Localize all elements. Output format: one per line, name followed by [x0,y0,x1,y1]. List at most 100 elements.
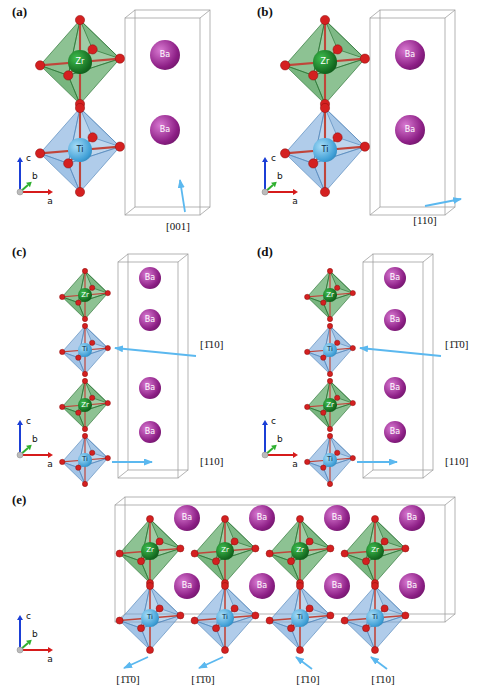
atom-label: Ba [390,274,400,282]
atom-label: Zr [81,292,89,299]
atom-sphere: Ti [141,609,159,627]
atom-label: Ba [257,514,267,522]
atom-sphere: Ba [399,573,425,599]
atom-label: Zr [326,292,334,299]
atom-label: Ti [297,614,303,621]
atom-sphere: Ba [395,40,425,70]
zro6-octahedron [266,515,334,586]
atom-sphere: Zr [78,398,92,412]
direction-label: [110] [413,214,436,227]
atom-sphere: Ba [139,309,161,331]
atom-sphere: Ba [150,115,180,145]
atom-label: Ba [182,514,192,522]
atom-label: Ti [82,456,88,463]
atom-sphere: Ba [174,505,200,531]
atom-label: Zr [321,58,330,66]
atom-label: Ti [322,146,329,154]
axis-label: b [32,434,38,445]
atom-sphere: Ba [384,267,406,289]
axis-label: c [26,416,31,427]
atom-label: Ba [332,582,342,590]
panel-label: (d) [257,244,273,260]
zro6-octahedron [280,15,369,108]
atom-label: Ti [82,346,88,353]
atom-label: Ti [77,146,84,154]
axes-triad [262,157,298,195]
atom-label: Ba [390,384,400,392]
atom-sphere: Ti [68,138,91,161]
atom-sphere: Zr [141,542,159,560]
direction-label: [1̄1̄0] [191,673,214,686]
tio6-octahedron [280,103,369,196]
atom-label: Zr [371,547,379,554]
direction-label: [001] [166,220,190,233]
axis-label: b [32,171,38,182]
direction-arrow [124,657,148,668]
axis-label: a [292,196,298,207]
atom-sphere: Zr [313,50,336,73]
zro6-octahedron [60,268,111,321]
atom-label: Zr [146,547,154,554]
zro6-octahedron [60,378,111,431]
axis-label: b [277,171,283,182]
atom-sphere: Ti [366,609,384,627]
direction-label: [110] [200,455,223,468]
tio6-octahedron [60,433,111,486]
axis-label: c [271,153,276,164]
atom-sphere: Ba [395,115,425,145]
atom-sphere: Ti [323,343,336,356]
direction-label: [1̄10] [371,673,394,686]
atom-label: Ba [407,514,417,522]
direction-arrow [115,348,196,356]
atom-sphere: Ba [384,309,406,331]
zro6-octahedron [305,378,356,431]
atom-label: Ba [145,384,155,392]
zro6-octahedron [116,515,184,586]
tio6-octahedron [116,582,184,653]
atom-label: Ba [405,126,415,134]
axis-label: c [26,153,31,164]
atom-label: Ba [182,582,192,590]
direction-arrow [112,461,152,463]
atom-sphere: Ba [249,573,275,599]
atom-sphere: Zr [291,542,309,560]
direction-label: [1̄1̄0] [116,673,139,686]
axis-label: a [292,459,298,470]
atom-sphere: Ti [291,609,309,627]
unit-cell [125,10,210,215]
atom-label: Zr [81,402,89,409]
tio6-octahedron [35,103,124,196]
zro6-octahedron [341,515,409,586]
atom-label: Ba [160,126,170,134]
zro6-octahedron [191,515,259,586]
panel-label: (c) [12,244,26,260]
zro6-octahedron [305,268,356,321]
direction-arrow [296,657,312,669]
atom-label: Ba [145,428,155,436]
atom-label: Ba [390,428,400,436]
atom-sphere: Ti [78,343,91,356]
atom-sphere: Ba [139,267,161,289]
axis-label: a [47,459,53,470]
atom-sphere: Zr [216,542,234,560]
axis-label: a [47,654,53,665]
direction-arrow [357,461,397,463]
atom-sphere: Ti [78,453,91,466]
atom-label: Zr [76,58,85,66]
atom-label: Ti [222,614,228,621]
tio6-octahedron [191,582,259,653]
direction-label: [1̄10] [296,673,319,686]
panel-label: (e) [12,492,26,508]
atom-label: Ba [405,51,415,59]
direction-arrow [199,657,223,668]
tio6-octahedron [305,433,356,486]
atom-label: Ba [160,51,170,59]
atom-sphere: Ba [249,505,275,531]
panel-label: (a) [12,4,27,20]
axis-label: b [277,434,283,445]
tio6-octahedron [305,323,356,376]
atom-sphere: Ba [139,421,161,443]
direction-label: [1̄1̄0] [445,338,468,351]
tio6-octahedron [60,323,111,376]
